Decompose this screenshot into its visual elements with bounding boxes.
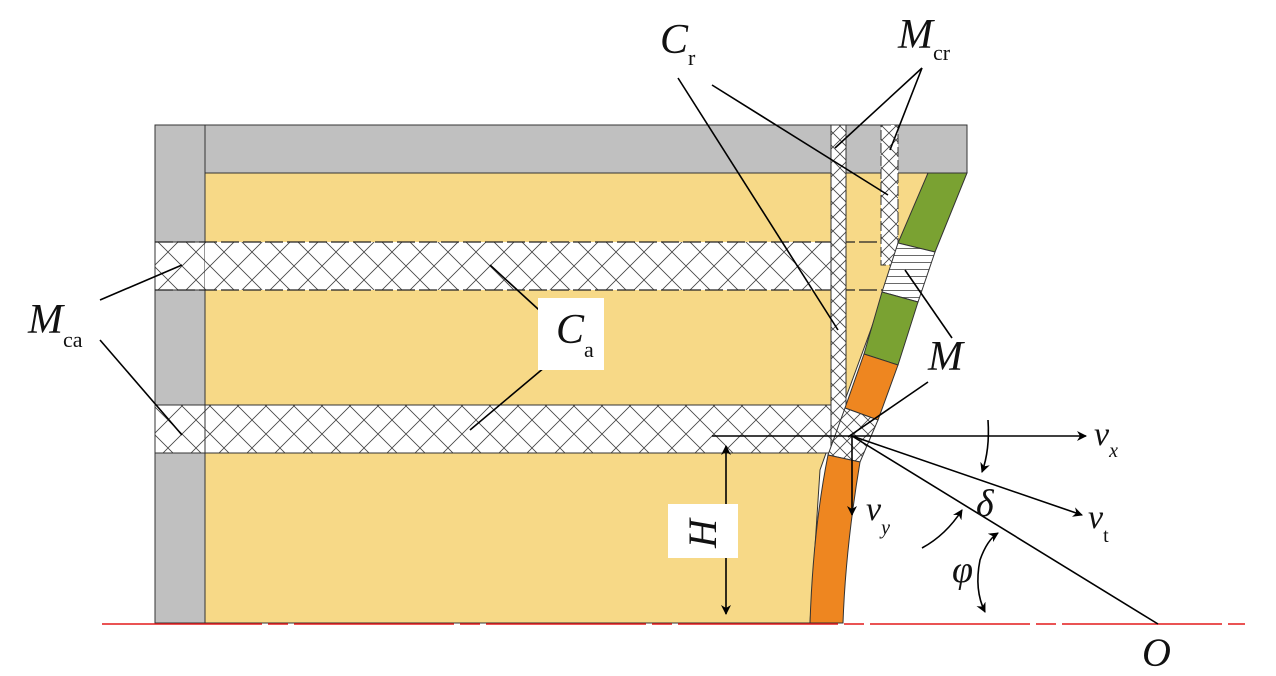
label-o: O [1142, 630, 1171, 675]
vertical-hatch-strip-left [830, 124, 847, 451]
label-v-y: vy [866, 491, 890, 539]
leader-lines [99, 67, 953, 438]
label-delta: δ [976, 483, 995, 525]
label-h: H [680, 517, 725, 549]
radius-line-to-o [851, 435, 1159, 625]
h-label-box [668, 504, 738, 558]
label-phi: φ [952, 549, 973, 591]
label-c-r: Cr [660, 17, 696, 70]
delta-arc-bottom [921, 509, 963, 549]
label-m: M [927, 334, 965, 380]
orange-segment-lower [809, 454, 861, 624]
vertical-hatch-strip-right [880, 124, 899, 266]
phi-arc [976, 532, 999, 613]
edge-segments [809, 172, 968, 624]
label-m-ca: Mca [27, 297, 83, 352]
label-c-a: Ca [556, 307, 594, 362]
label-v-x: vx [1094, 416, 1118, 462]
vt-arrow [851, 435, 1083, 517]
vectors [712, 419, 1159, 625]
ca-label-box [538, 298, 604, 370]
label-m-cr: Mcr [897, 12, 951, 65]
delta-arc-top [980, 419, 990, 473]
label-v-t: vt [1088, 499, 1109, 547]
upper-hatch-band [154, 241, 895, 291]
lower-hatch-band [154, 404, 832, 454]
